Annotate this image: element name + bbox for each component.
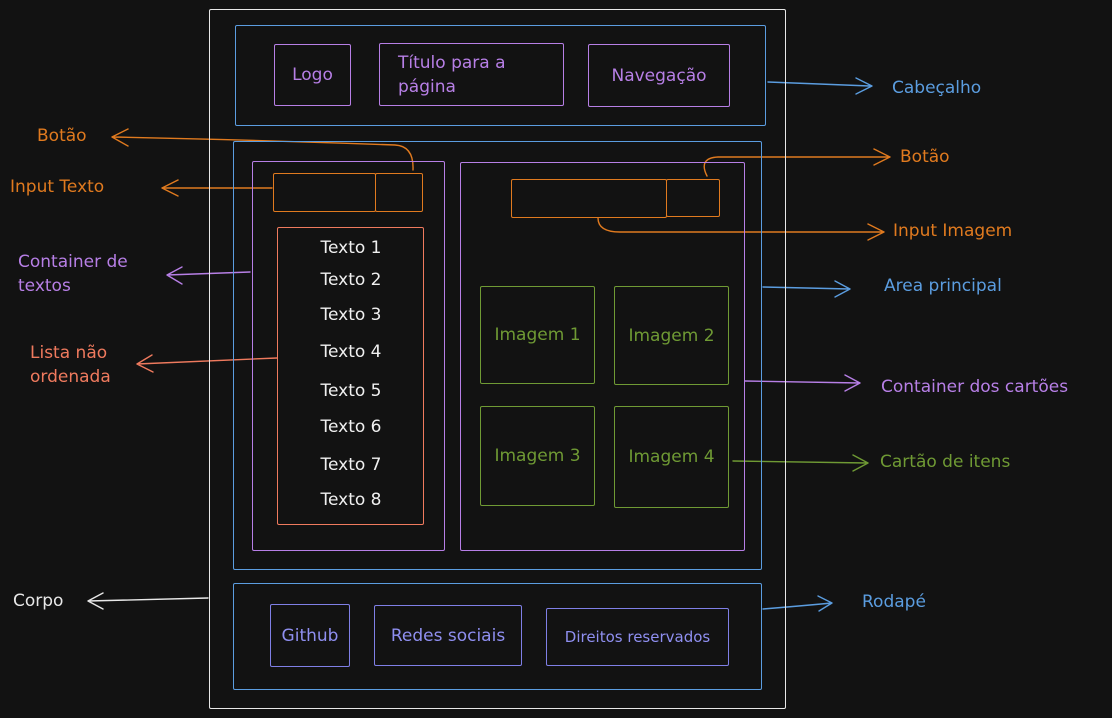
card: Imagem 3: [480, 406, 595, 506]
cards-container-box: [460, 162, 745, 551]
list-item: Texto 3: [320, 305, 382, 325]
unordered-list-box: [277, 227, 424, 525]
list-item: Texto 7: [320, 455, 382, 475]
rights-box: Direitos reservados: [546, 608, 729, 666]
nav-box: Navegação: [588, 44, 730, 107]
logo-box: Logo: [274, 44, 351, 106]
arrow-body: [87, 592, 209, 610]
annotation-container-texts: Container de textos: [18, 252, 128, 296]
title-text: Título para a página: [398, 52, 506, 97]
nav-text: Navegação: [611, 65, 707, 86]
annotation-input-image: Input Imagem: [893, 221, 1013, 241]
main-area-box: [233, 141, 762, 570]
card-label: Imagem 2: [628, 325, 715, 346]
text-button-box: [375, 173, 423, 212]
github-box: Github: [270, 604, 350, 667]
title-box: Título para a página: [379, 43, 564, 106]
header-box: [235, 25, 766, 126]
body-outline: [209, 9, 786, 709]
social-text: Redes sociais: [390, 625, 506, 646]
annotation-item-card: Cartão de itens: [880, 452, 1011, 472]
logo-text: Logo: [292, 65, 333, 85]
annotation-body: Corpo: [13, 591, 64, 611]
image-button-box: [666, 179, 720, 217]
card: Imagem 4: [614, 406, 729, 508]
github-text: Github: [281, 625, 339, 646]
card-label: Imagem 3: [494, 446, 581, 466]
annotation-footer: Rodapé: [862, 592, 926, 612]
image-input-box: [511, 179, 667, 218]
list-item: Texto 8: [320, 490, 382, 510]
annotation-main-area: Area principal: [884, 276, 1002, 296]
card-label: Imagem 1: [494, 325, 581, 345]
annotation-unordered-list: Lista não ordenada: [30, 343, 111, 387]
list-item: Texto 1: [320, 238, 382, 258]
annotation-input-text: Input Texto: [10, 177, 105, 197]
annotation-header: Cabeçalho: [892, 78, 982, 98]
card: Imagem 2: [614, 286, 729, 385]
social-box: Redes sociais: [374, 605, 522, 666]
card: Imagem 1: [480, 286, 595, 384]
annotation-cards-container: Container dos cartões: [881, 377, 1069, 397]
footer-box: [233, 583, 762, 690]
rights-text: Direitos reservados: [564, 628, 711, 646]
list-item: Texto 2: [320, 270, 382, 290]
text-input-box: [273, 173, 376, 212]
annotation-button-right: Botão: [900, 147, 950, 167]
list-item: Texto 6: [320, 417, 382, 437]
list-item: Texto 4: [320, 342, 382, 362]
card-label: Imagem 4: [628, 447, 715, 467]
annotation-button-left: Botão: [37, 126, 87, 146]
texts-container-box: [252, 161, 445, 551]
list-item: Texto 5: [320, 381, 382, 401]
